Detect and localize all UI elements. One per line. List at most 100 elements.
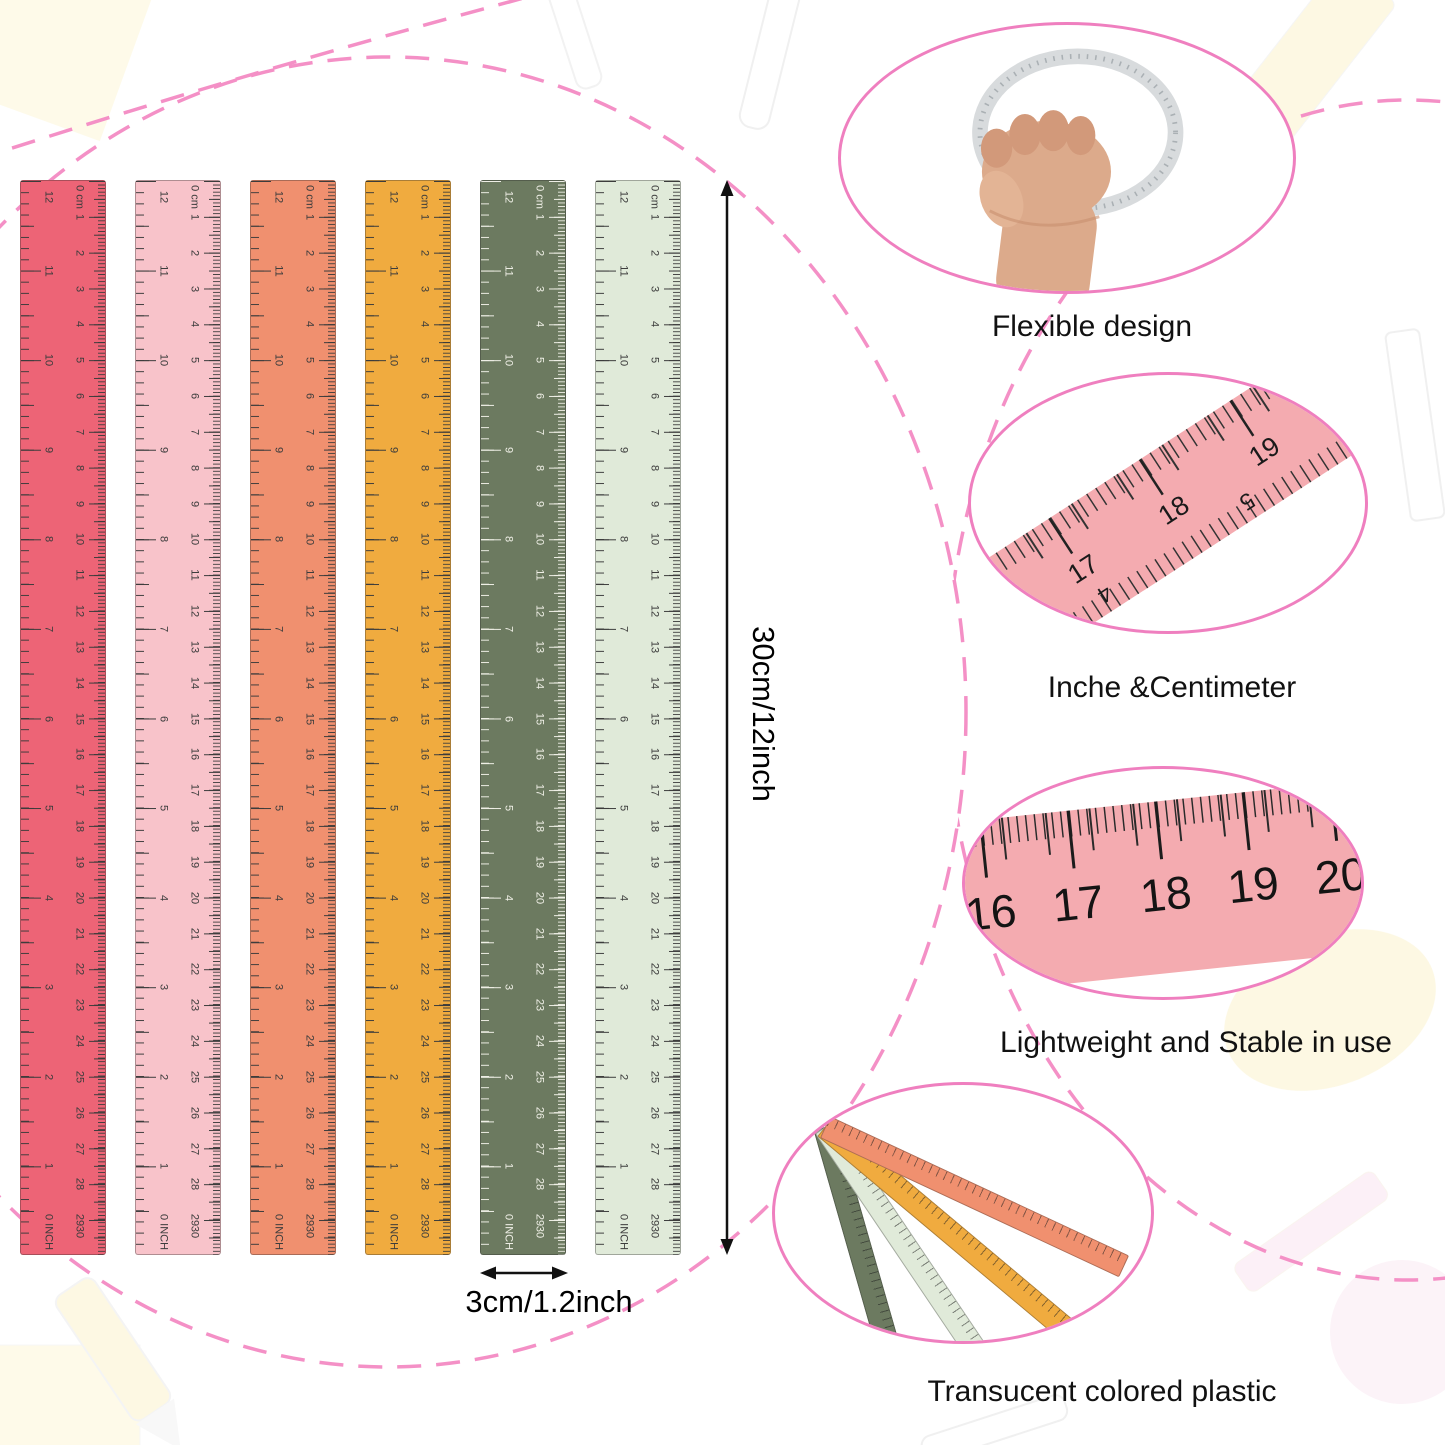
ruler-number: 8	[387, 536, 400, 543]
ruler-number: 8	[648, 464, 661, 471]
ruler-number: 9	[157, 446, 170, 453]
ruler-number: 29	[648, 1214, 661, 1227]
ruler-number: 17	[533, 784, 546, 797]
ruler-number: 5	[648, 357, 661, 364]
ruler-number: 12	[617, 190, 630, 204]
ruler-number: 9	[303, 500, 316, 507]
ruler-number: 8	[188, 464, 201, 471]
ruler-number: 29	[73, 1214, 86, 1227]
width-dimension-label: 3cm/1.2inch	[465, 1284, 633, 1319]
caption-translucent-plastic: Transucent colored plastic	[927, 1375, 1277, 1408]
ruler-number: 4	[617, 894, 630, 901]
ruler-number: 2	[533, 249, 546, 256]
ruler-number: 1	[42, 1163, 55, 1170]
ruler-number: 0 cm	[73, 185, 86, 209]
ruler-number: 25	[418, 1070, 431, 1083]
ruler-fan	[775, 1085, 1151, 1341]
ruler-number: 12	[73, 604, 86, 618]
ruler-number: 10	[157, 354, 170, 367]
callout-flexible-design	[838, 22, 1296, 294]
ruler-number: 8	[418, 464, 431, 471]
ruler-number: 6	[42, 715, 55, 722]
ruler-number: 6	[502, 715, 515, 722]
callout-inch-centimeter: 16 17 18 19 20 4 5	[968, 372, 1368, 634]
ruler-number: 8	[533, 464, 546, 471]
ruler-number: 10	[387, 354, 400, 367]
ruler-number: 5	[157, 805, 170, 812]
ruler-number: 25	[73, 1070, 86, 1083]
ruler-number: 2	[272, 1073, 285, 1080]
ruler-number: 14	[648, 676, 661, 689]
ruler-number: 20	[533, 891, 546, 904]
ruler-number: 14	[303, 676, 316, 689]
ruler-number: 11	[42, 264, 55, 277]
ruler-number: 3	[502, 984, 515, 991]
ruler-number: 1	[272, 1163, 285, 1170]
cm-number: 16	[962, 883, 1019, 941]
ruler-number: 12	[272, 190, 285, 204]
ruler-number: 24	[648, 1034, 661, 1048]
ruler-number: 30	[73, 1225, 86, 1239]
ruler-number: 6	[533, 392, 546, 400]
ruler-number: 11	[303, 569, 316, 581]
ruler-number: 26	[188, 1106, 201, 1119]
ruler-number: 6	[387, 715, 400, 722]
caption-flexible-design: Flexible design	[991, 310, 1193, 343]
width-dimension-arrow	[480, 1266, 568, 1280]
cm-number: 19	[1225, 856, 1282, 914]
cm-number: 20	[1312, 847, 1364, 905]
ruler-number: 3	[42, 984, 55, 991]
ruler-number: 11	[73, 569, 86, 581]
ruler-number: 6	[188, 392, 201, 400]
ruler-number: 8	[73, 464, 86, 471]
ruler-number: 7	[42, 625, 55, 632]
ruler-number: 22	[533, 963, 546, 976]
ruler-number: 10	[617, 354, 630, 367]
ruler-number: 4	[648, 321, 661, 328]
ruler-number: 17	[73, 784, 86, 797]
ruler-number: 18	[533, 819, 546, 833]
ruler-number: 12	[418, 604, 431, 618]
ruler-number: 8	[617, 536, 630, 543]
ruler-number: 17	[188, 784, 201, 797]
ruler-closeup-angled: 16 17 18 19 20 4 5	[971, 375, 1365, 631]
ruler-number: 1	[387, 1163, 400, 1170]
ruler-number: 1	[648, 213, 661, 220]
cm-number: 18	[1137, 865, 1194, 923]
ruler-number: 11	[533, 569, 546, 581]
ruler-number: 9	[42, 446, 55, 453]
ruler-number: 9	[502, 446, 515, 453]
ruler-number: 19	[533, 855, 546, 868]
ruler-number: 21	[418, 927, 431, 940]
ruler-number: 9	[73, 500, 86, 507]
ruler-number: 12	[188, 604, 201, 618]
ruler-number: 5	[502, 805, 515, 812]
ruler-number: 2	[303, 249, 316, 256]
ruler-number: 2	[617, 1073, 630, 1080]
inch-number: 4	[1092, 579, 1118, 609]
ruler-number: 17	[648, 784, 661, 797]
ruler-number: 22	[303, 963, 316, 976]
ruler-number: 27	[418, 1142, 431, 1155]
ruler-number: 30	[648, 1225, 661, 1239]
ruler-number: 3	[648, 285, 661, 292]
ruler-number: 7	[272, 625, 285, 632]
ruler-number: 25	[188, 1070, 201, 1083]
ruler-number: 4	[42, 894, 55, 901]
ruler-number: 27	[188, 1142, 201, 1155]
ruler-number: 3	[272, 984, 285, 991]
ruler-number: 8	[303, 464, 316, 471]
ruler-number: 10	[73, 533, 86, 546]
ruler-number: 26	[533, 1106, 546, 1119]
ruler-number: 11	[188, 569, 201, 581]
ruler-number: 17	[418, 784, 431, 797]
ruler-number: 0 INCH	[502, 1213, 515, 1251]
ruler-number: 7	[533, 428, 546, 435]
ruler-number: 11	[502, 264, 515, 277]
ruler-number: 7	[387, 625, 400, 632]
ruler-number: 18	[73, 819, 86, 833]
ruler-number: 10	[188, 533, 201, 546]
ruler-number: 6	[418, 392, 431, 400]
ruler-number: 12	[157, 190, 170, 204]
